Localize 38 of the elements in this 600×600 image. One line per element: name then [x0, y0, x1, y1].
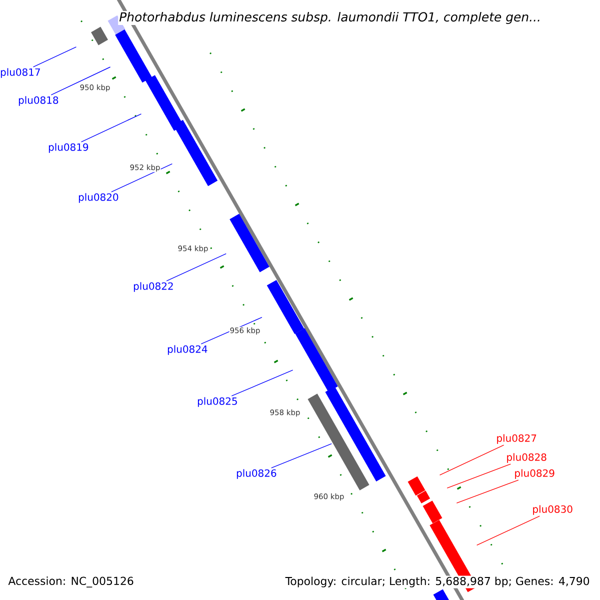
gene-bar — [173, 120, 218, 186]
gene-bar — [408, 476, 426, 496]
gene-bar — [308, 394, 370, 490]
gene-bar — [115, 29, 152, 83]
gene-label: plu0827 — [497, 434, 536, 444]
leader-line — [166, 253, 226, 282]
accession-text: Accession: NC_005126 — [7, 576, 135, 588]
leader-line — [439, 444, 504, 476]
title: Photorhabdus luminescens subsp. laumondii TTO1, complete gen... — [118, 10, 542, 26]
leader-line — [476, 516, 540, 546]
gene-bar — [295, 328, 338, 392]
genome-info-text: Topology: circular; Length: 5,688,987 bp; Genes: 4,790 — [284, 576, 591, 588]
gene-bar — [416, 490, 430, 504]
gene-label: plu0820 — [78, 193, 118, 203]
leader-line — [231, 370, 294, 396]
leader-line — [456, 480, 519, 504]
gene-label: plu0829 — [515, 469, 554, 479]
gene-label: plu0818 — [18, 96, 58, 106]
gene-bar — [422, 500, 442, 524]
gene-bar — [145, 75, 184, 131]
gene-label: plu0822 — [134, 282, 173, 292]
gene-label: plu0824 — [168, 345, 208, 355]
gene-label: plu0819 — [48, 143, 88, 153]
leader-line — [50, 66, 111, 96]
leader-line — [111, 163, 173, 192]
leader-line — [80, 114, 142, 142]
gene-bar — [433, 589, 450, 600]
gene-label: plu0830 — [533, 505, 572, 515]
gene-bar — [91, 26, 108, 46]
gene-label: plu0828 — [507, 453, 546, 463]
gene-bar — [325, 386, 386, 482]
gene-bar — [266, 280, 304, 334]
leader-line — [32, 46, 77, 68]
gene-label: plu0826 — [236, 469, 276, 479]
gene-label: plu0825 — [198, 397, 237, 407]
gene-bar — [230, 214, 270, 272]
gene-label: plu0817 — [0, 68, 40, 78]
leader-line — [446, 464, 512, 488]
